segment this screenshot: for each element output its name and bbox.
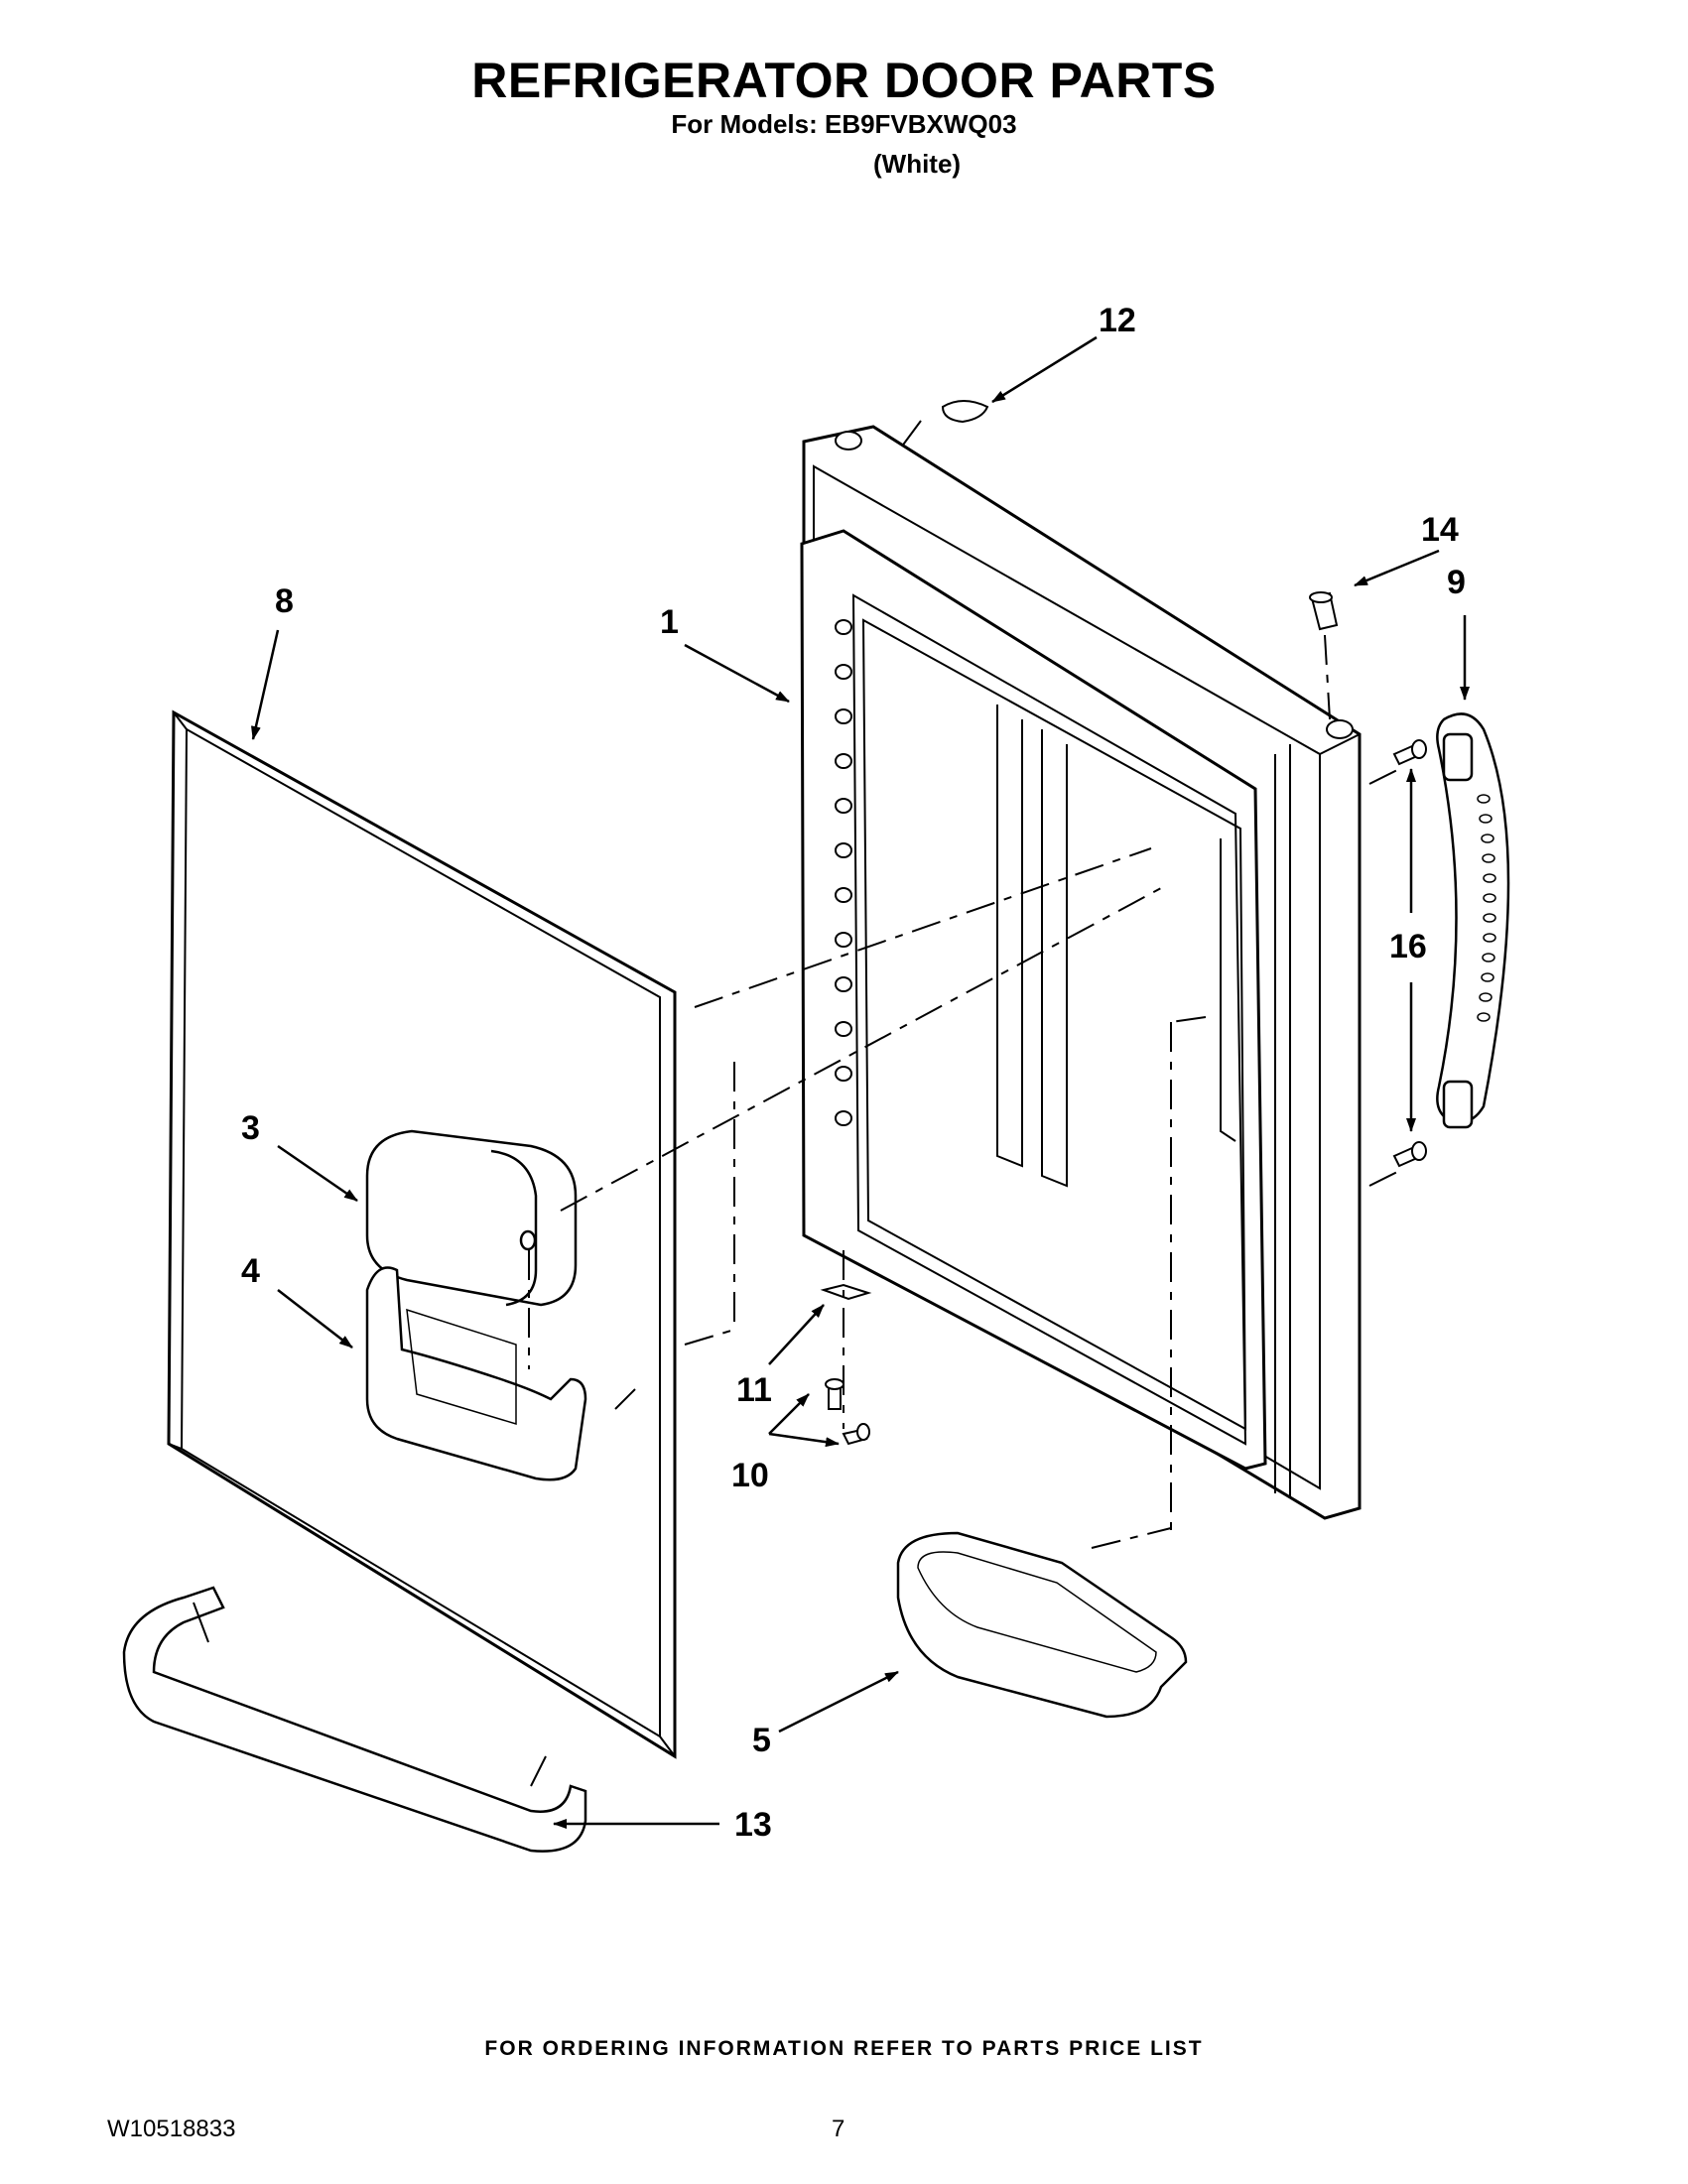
callout-12: 12 bbox=[1099, 302, 1136, 339]
color-line: (White) bbox=[873, 149, 962, 179]
page-number: 7 bbox=[832, 2116, 845, 2142]
handle-part bbox=[1436, 712, 1510, 1129]
callout-3: 3 bbox=[241, 1109, 260, 1147]
door-bin-large-part bbox=[122, 1586, 587, 1853]
callout-10: 10 bbox=[731, 1457, 769, 1494]
callout-1: 1 bbox=[660, 603, 679, 641]
callout-4: 4 bbox=[241, 1252, 260, 1290]
dispenser-cover-part bbox=[365, 1129, 578, 1307]
handle-screws-part bbox=[1392, 739, 1427, 1168]
document-number: W10518833 bbox=[107, 2116, 236, 2142]
dispenser-tray-part bbox=[365, 1266, 587, 1481]
door-bin-small-part bbox=[896, 1531, 1188, 1719]
alignment-lines bbox=[528, 420, 1400, 1549]
callout-5: 5 bbox=[752, 1722, 771, 1759]
models-line: For Models: EB9FVBXWQ03 bbox=[671, 109, 1017, 139]
door-frame-part bbox=[800, 425, 1362, 1520]
callout-8: 8 bbox=[275, 582, 294, 620]
frame-bushings bbox=[835, 431, 1354, 739]
callout-11: 11 bbox=[736, 1371, 772, 1409]
ordering-note: FOR ORDERING INFORMATION REFER TO PARTS … bbox=[484, 2037, 1204, 2060]
gasket-clip-part bbox=[941, 400, 989, 424]
callout-9: 9 bbox=[1447, 564, 1466, 601]
bushing-part bbox=[1309, 591, 1339, 631]
callout-16: 16 bbox=[1389, 928, 1427, 965]
leader-arrows bbox=[251, 335, 1470, 1829]
shelf-peg-holes bbox=[835, 619, 852, 1126]
screws-and-clip-parts bbox=[820, 1283, 872, 1446]
page-title: REFRIGERATOR DOOR PARTS bbox=[471, 53, 1217, 108]
callout-14: 14 bbox=[1421, 511, 1459, 549]
callout-13: 13 bbox=[734, 1806, 772, 1844]
